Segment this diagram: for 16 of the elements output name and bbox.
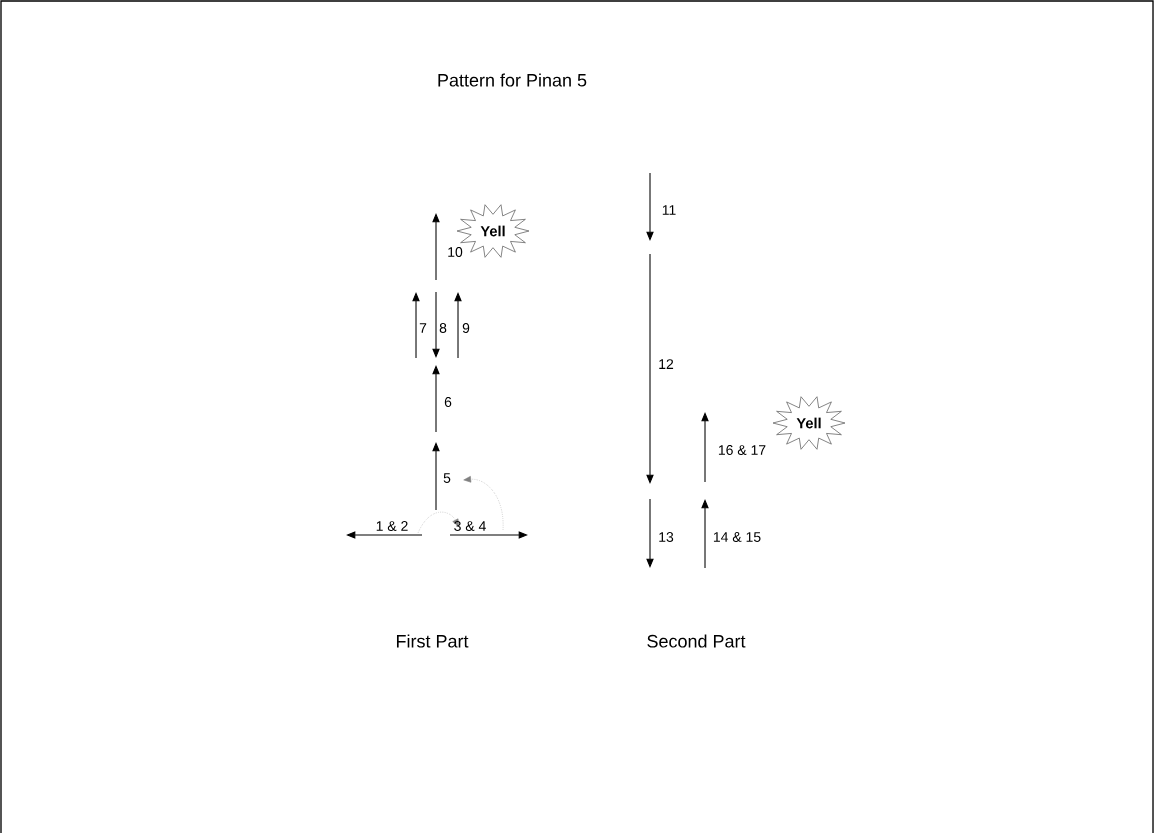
part-heading: First Part xyxy=(397,634,469,648)
step-number: 12 xyxy=(659,359,674,369)
step-number: 14 & 15 xyxy=(713,532,761,542)
step-number: 16 & 17 xyxy=(718,445,766,455)
step-number: 13 xyxy=(659,532,674,542)
step-number: 7 xyxy=(419,323,427,333)
step-number: 3 & 4 xyxy=(454,521,486,531)
step-number: 8 xyxy=(439,323,447,333)
step-number: 11 xyxy=(662,205,676,215)
part-heading: Second Part xyxy=(647,634,746,648)
step-number: 5 xyxy=(443,473,451,483)
title: Pattern for Pinan 5 xyxy=(438,73,587,87)
step-number: 6 xyxy=(444,397,452,407)
yell-starburst: Yell xyxy=(772,396,846,450)
step-number: 1 & 2 xyxy=(376,521,408,531)
step-number: 9 xyxy=(462,323,470,333)
